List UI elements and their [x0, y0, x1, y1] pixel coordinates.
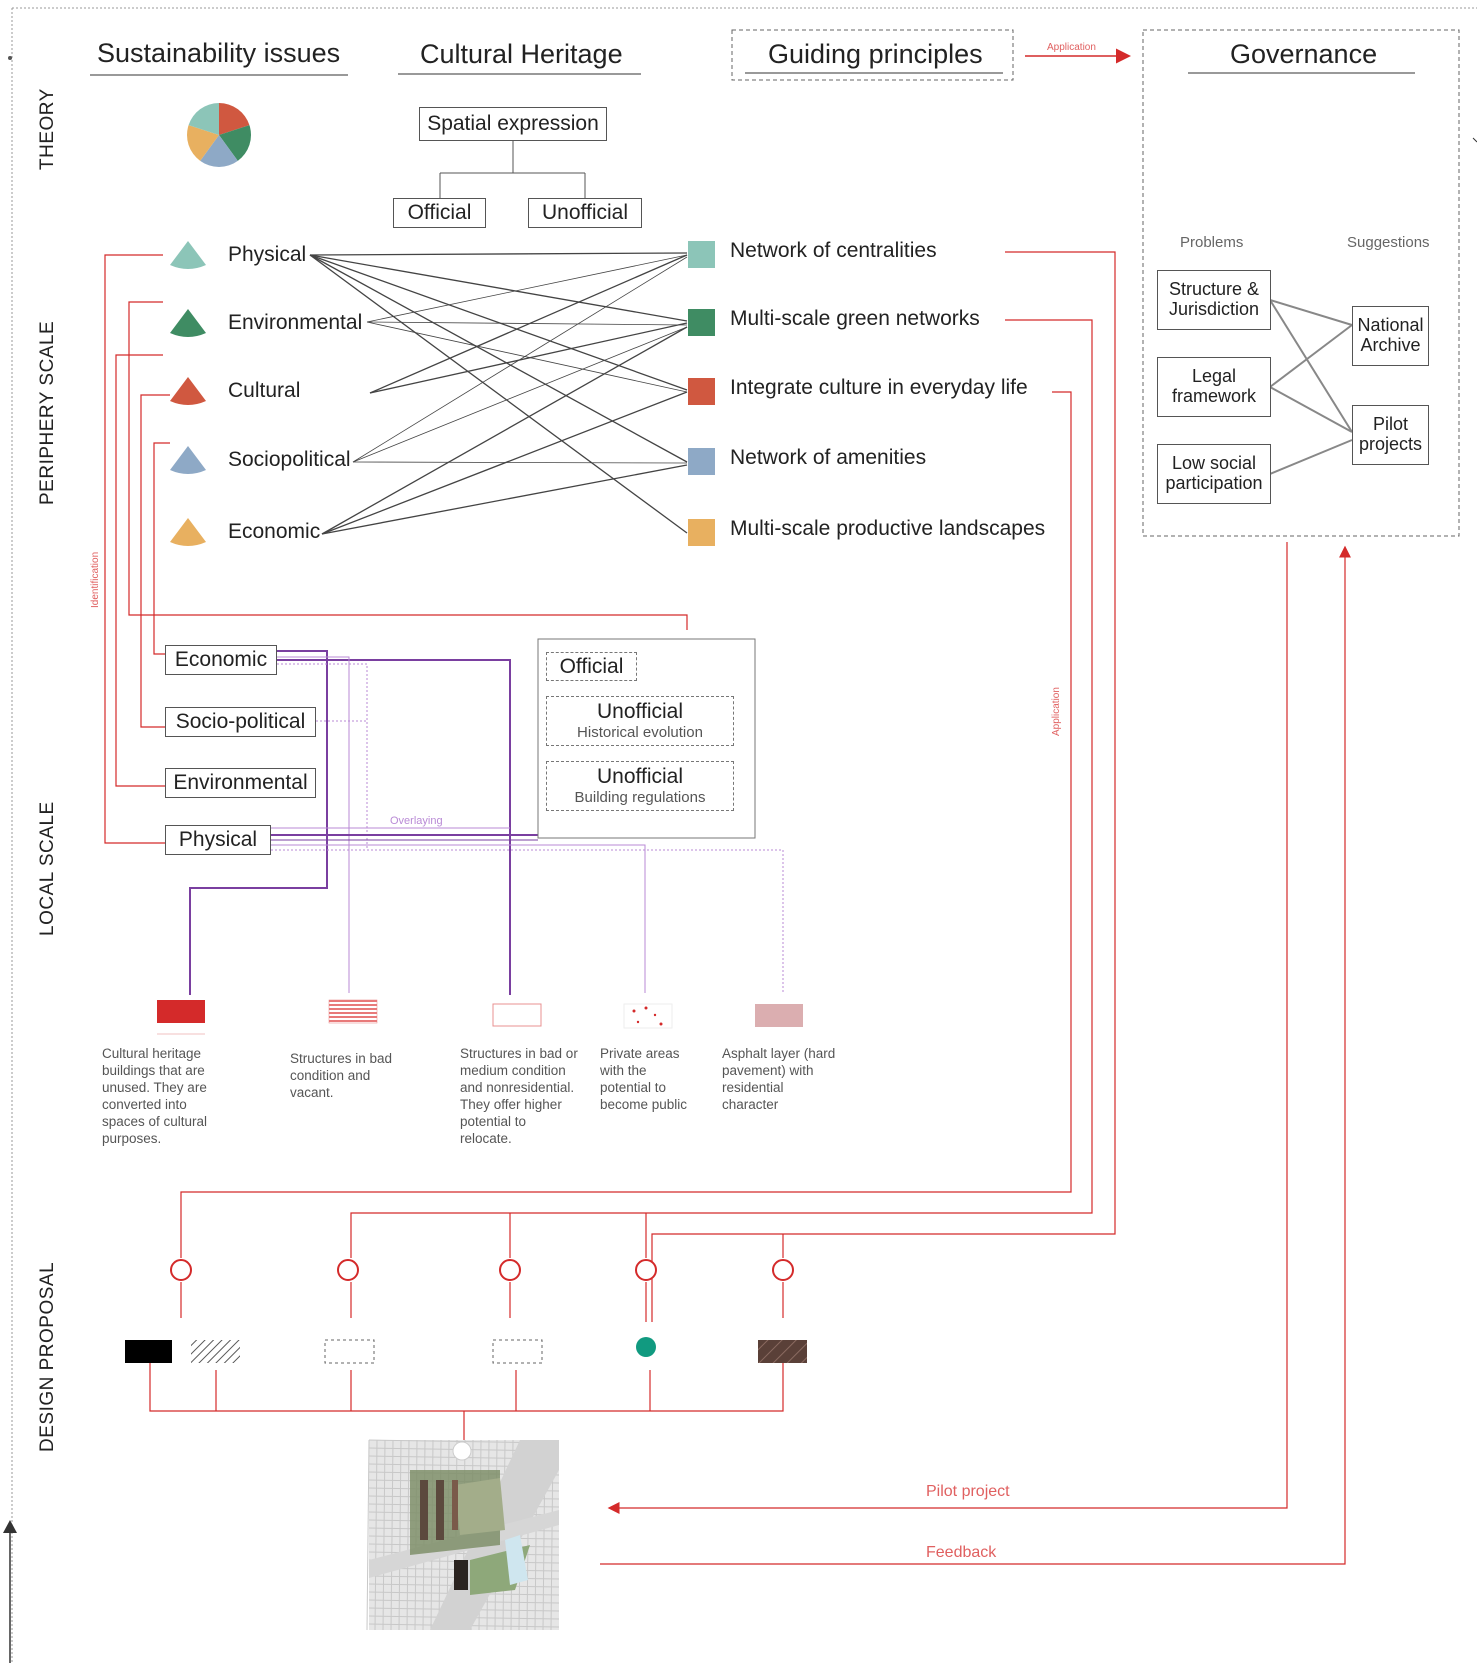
layer-official: Official — [546, 652, 637, 681]
principle-swatch — [688, 309, 715, 336]
legend-desc-private: Private areas with the potential to beco… — [600, 1046, 688, 1112]
overlay-lines — [189, 650, 784, 995]
heritage-tree-lines — [439, 140, 586, 198]
side-label-theory: THEORY — [37, 88, 58, 170]
layer-unofficial-regulations-title: Unofficial — [597, 765, 683, 788]
wedge-icon — [170, 309, 206, 337]
problem-participation: Low social participation — [1157, 444, 1271, 504]
principle-swatch — [688, 241, 715, 268]
guiding-principles-frame — [731, 29, 1014, 81]
pie-slice-economic — [187, 125, 219, 161]
design-swatches — [125, 1337, 807, 1364]
problem-legal: Legal framework — [1157, 357, 1271, 417]
issue-label: Cultural — [228, 379, 301, 402]
wedge-icon — [170, 518, 206, 546]
legend-swatches — [157, 999, 803, 1035]
local-physical: Physical — [165, 825, 271, 855]
local-economic: Economic — [165, 645, 277, 675]
issue-label: Sociopolitical — [228, 448, 351, 471]
principle-label: Multi-scale productive landscapes — [730, 517, 1046, 540]
application-lines — [149, 251, 1351, 1565]
suggestion-archive: National Archive — [1352, 306, 1429, 366]
problems-title: Problems — [1180, 234, 1244, 251]
wedge-icon — [170, 446, 206, 474]
problem-structure: Structure & Jurisdiction — [1157, 270, 1271, 330]
swatch-nonresidential — [492, 1003, 542, 1027]
suggestion-pilot: Pilot projects — [1352, 405, 1429, 465]
label-identification: Identification — [90, 551, 101, 608]
side-label-periphery: PERIPHERY SCALE — [37, 320, 58, 505]
issue-principle-links — [309, 252, 688, 535]
pie-slice-environmental — [219, 125, 251, 161]
heading-cultural-heritage: Cultural Heritage — [420, 39, 623, 69]
governance-links — [1269, 299, 1353, 475]
heading-guiding-principles: Guiding principles — [768, 39, 983, 69]
site-plan-map — [366, 1439, 560, 1631]
sustainability-pie-chart — [187, 103, 251, 167]
label-pilot-project: Pilot project — [926, 1483, 1010, 1500]
swatch-heritage-buildings — [157, 1000, 205, 1023]
label-application-side: Application — [1051, 687, 1062, 736]
principle-swatch — [688, 519, 715, 546]
swatch-bad-vacant — [328, 999, 378, 1024]
official-box: Official — [393, 198, 486, 228]
pie-slice-sociopolitical — [200, 135, 238, 167]
wedge-icon — [170, 241, 206, 269]
issue-label: Physical — [228, 243, 307, 266]
side-label-local: LOCAL SCALE — [37, 801, 58, 936]
heading-governance: Governance — [1230, 39, 1378, 69]
principle-swatch — [688, 378, 715, 405]
local-environmental: Environmental — [165, 768, 316, 798]
layer-unofficial-historical-title: Unofficial — [597, 700, 683, 723]
spatial-expression-box: Spatial expression — [419, 107, 607, 141]
legend-desc-heritage: Cultural heritage buildings that are unu… — [102, 1046, 208, 1146]
local-sociopolitical: Socio-political — [165, 707, 316, 737]
heading-sustainability: Sustainability issues — [97, 38, 341, 68]
layer-unofficial-regulations-sub: Building regulations — [574, 789, 706, 806]
swatch-asphalt — [755, 1004, 803, 1027]
side-label-design: DESIGN PROPOSAL — [37, 1261, 58, 1452]
legend-desc-asphalt: Asphalt layer (hard pavement) with resid… — [722, 1046, 836, 1112]
layer-unofficial-historical-sub: Historical evolution — [577, 724, 703, 741]
issue-label: Environmental — [228, 311, 363, 334]
principle-swatch — [688, 448, 715, 475]
wedge-icon — [170, 377, 206, 405]
principle-label: Integrate culture in everyday life — [730, 376, 1028, 399]
layer-unofficial-historical: Unofficial Historical evolution — [546, 696, 734, 746]
identification-lines — [104, 254, 688, 844]
swatch-private-areas — [623, 1003, 673, 1029]
pie-slice-cultural — [219, 103, 250, 135]
unofficial-box: Unofficial — [528, 198, 642, 228]
heritage-layers-box — [537, 638, 756, 839]
issue-label: Economic — [228, 520, 321, 543]
principle-label: Network of amenities — [730, 446, 927, 469]
legend-desc-bad-vacant: Structures in bad condition and vacant. — [290, 1051, 393, 1100]
label-application-top: Application — [1047, 42, 1096, 53]
label-feedback: Feedback — [926, 1544, 997, 1561]
label-overlaying: Overlaying — [390, 815, 443, 827]
governance-frame — [1142, 29, 1460, 537]
layer-unofficial-regulations: Unofficial Building regulations — [546, 761, 734, 811]
outer-frame — [3, 7, 1477, 1663]
selection-circles — [170, 1259, 794, 1281]
principle-label: Multi-scale green networks — [730, 307, 980, 330]
principle-label: Network of centralities — [730, 239, 937, 262]
suggestions-title: Suggestions — [1347, 234, 1430, 251]
pie-slice-physical — [188, 103, 219, 135]
legend-desc-nonresidential: Structures in bad or medium condition an… — [460, 1046, 578, 1146]
